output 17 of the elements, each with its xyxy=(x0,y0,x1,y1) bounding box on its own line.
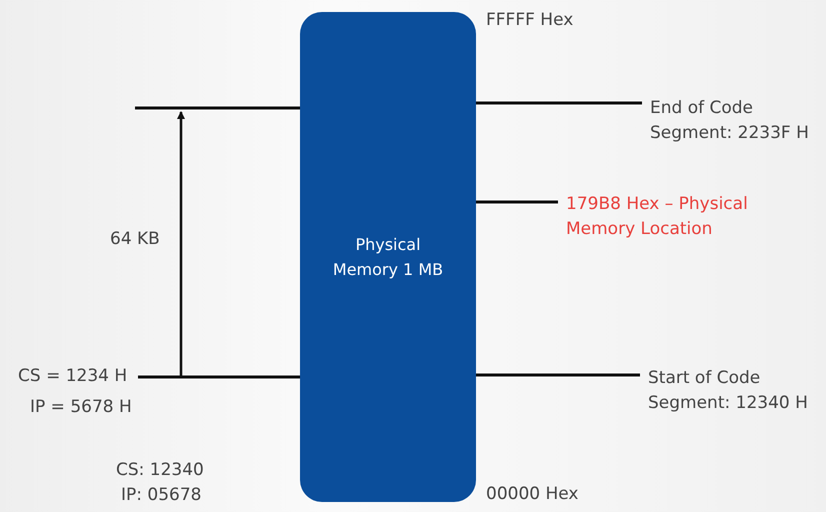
address-label: 00000 Hex xyxy=(486,483,578,506)
connector-line xyxy=(476,102,642,104)
annotation-text: CS = 1234 H xyxy=(18,365,128,388)
annotation-text: End of Code Segment: 2233F H xyxy=(650,97,810,145)
annotation-text: CS: 12340 xyxy=(116,459,204,482)
annotation-text: 64 KB xyxy=(110,228,160,251)
connector-line xyxy=(476,200,558,204)
annotation-text: IP = 5678 H xyxy=(30,396,132,419)
address-label: FFFFF Hex xyxy=(486,9,574,32)
connector-line xyxy=(135,106,300,110)
connector-line xyxy=(476,374,640,376)
block-label: Physical Memory 1 MB xyxy=(332,234,444,281)
annotation-text: IP: 05678 xyxy=(121,484,202,507)
annotation-text: Start of Code Segment: 12340 H xyxy=(648,367,809,415)
memory-block xyxy=(300,12,476,502)
connector-line xyxy=(138,376,300,378)
annotation-text: 179B8 Hex – Physical Memory Location xyxy=(566,193,749,241)
